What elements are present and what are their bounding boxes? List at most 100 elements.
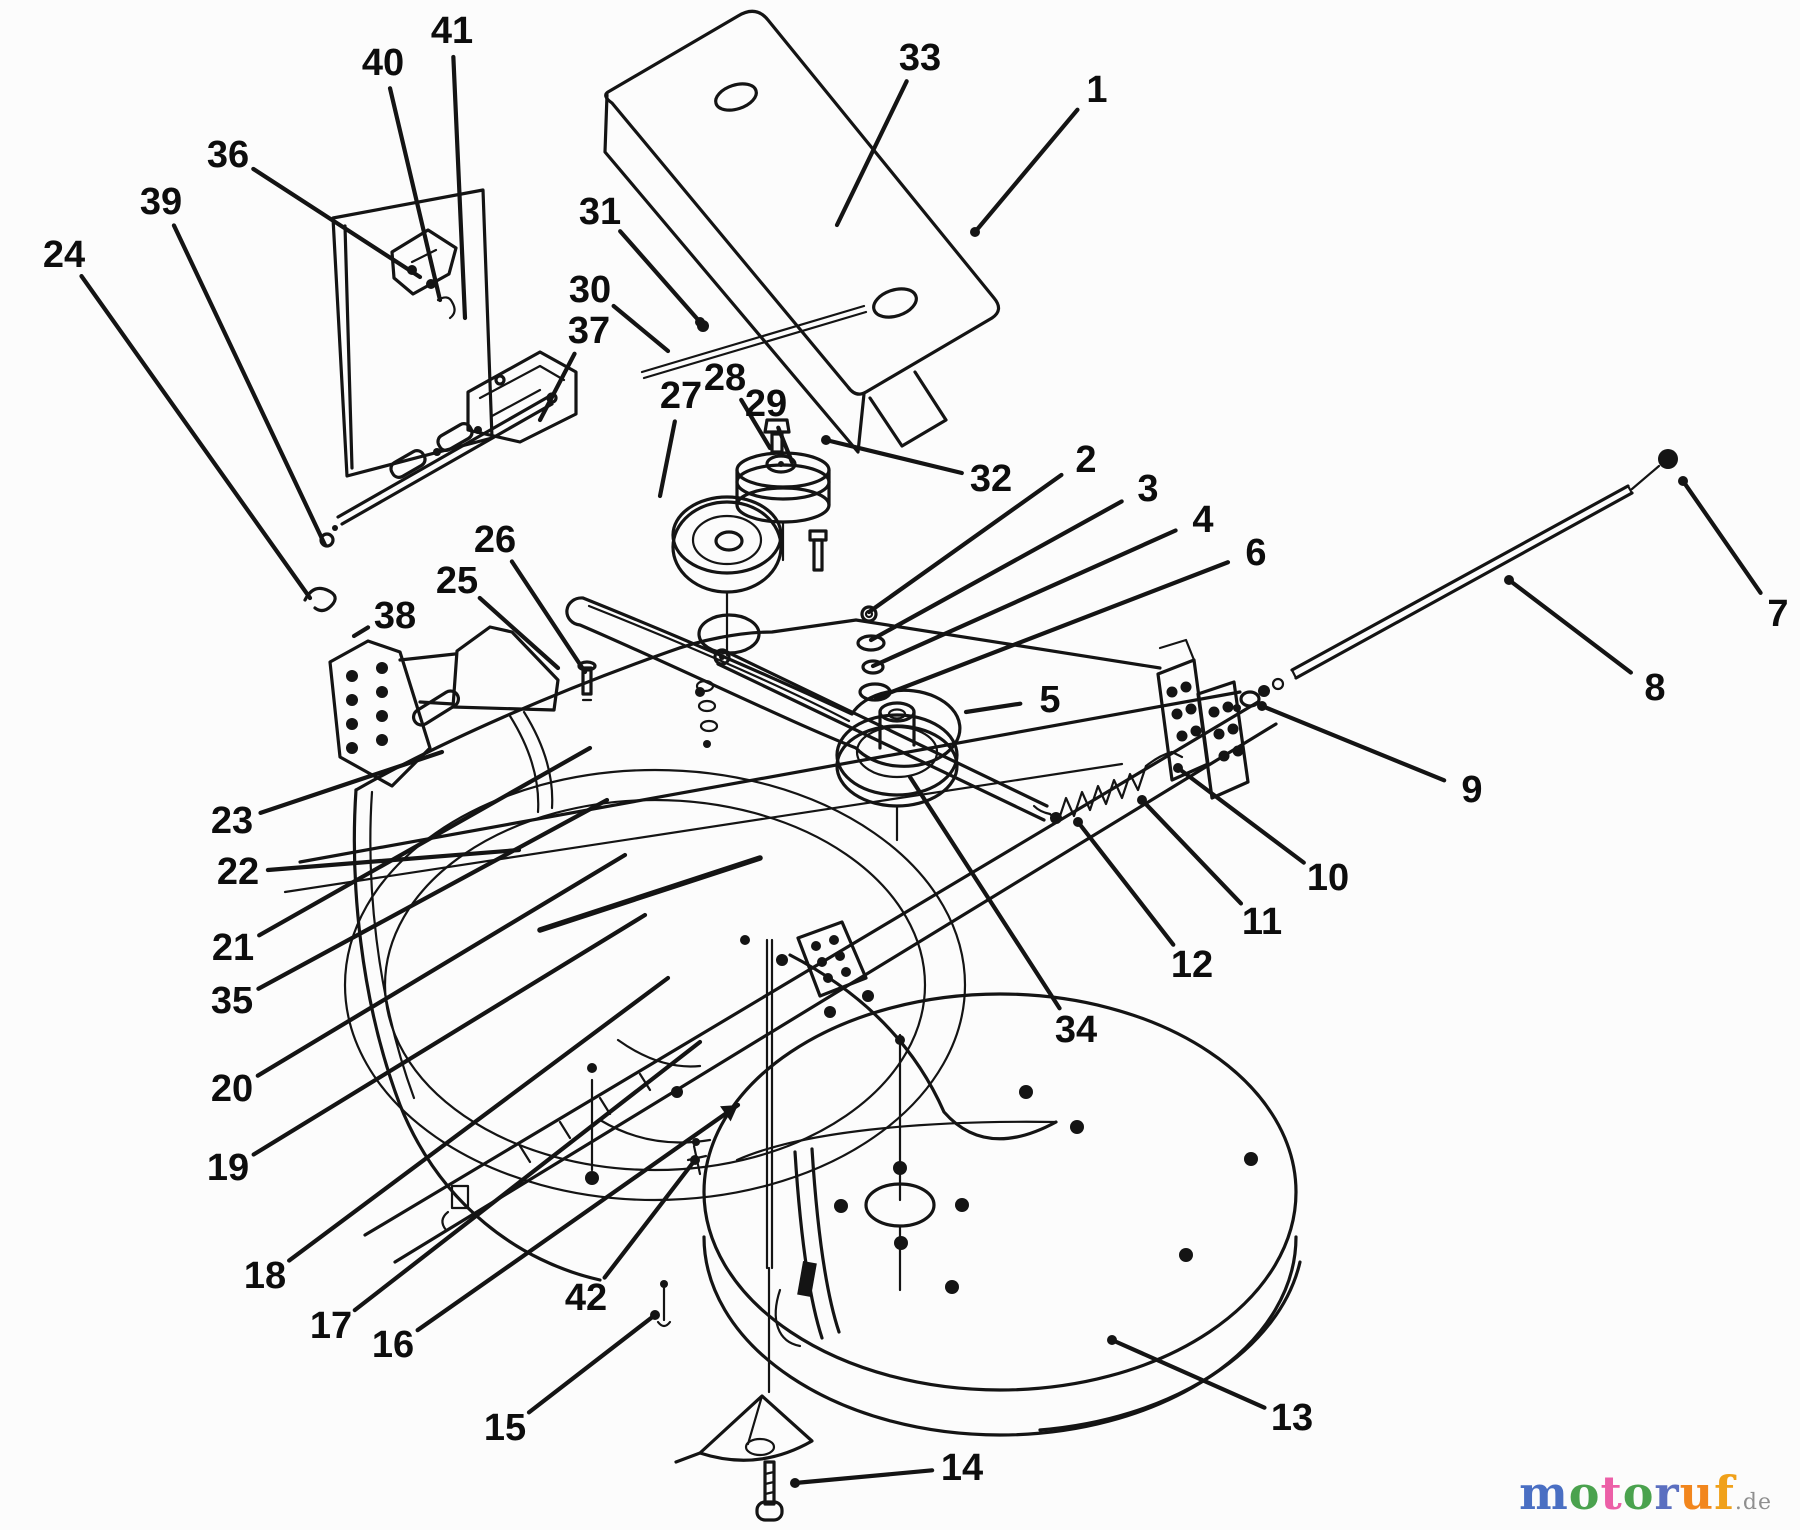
callout-label-39: 39 [140,181,182,223]
callout-label-3: 3 [1137,468,1158,510]
leader-line-10 [1175,765,1306,865]
leader-line-34 [907,774,1062,1011]
callout-label-35: 35 [211,980,253,1022]
leader-line-31 [618,229,703,325]
brand-logo-letter: r [1654,1466,1680,1520]
leader-line-13 [1109,1337,1267,1410]
callout-label-25: 25 [436,560,478,602]
leader-line-24 [79,274,313,601]
leader-dot-9 [1257,701,1267,711]
leader-dot-31 [695,317,705,327]
leader-line-17 [352,1039,703,1313]
leader-dot-32 [821,435,831,445]
leader-line-25 [477,595,561,671]
callout-label-17: 17 [310,1305,352,1347]
leader-line-35 [256,797,610,991]
callout-label-20: 20 [211,1068,253,1110]
callout-label-27: 27 [660,375,702,417]
callout-label-24: 24 [43,234,85,276]
leader-line-11 [1139,797,1244,906]
leader-line-26 [509,559,588,675]
callout-label-23: 23 [211,800,253,842]
callout-label-21: 21 [212,927,254,969]
height-bracket-left [328,625,597,814]
curl-spring [303,586,337,613]
callout-label-6: 6 [1245,532,1266,574]
leader-line-2 [866,472,1064,615]
leader-line-40 [387,86,443,303]
deflector-pivot-rod [303,395,554,613]
leader-line-19 [251,912,648,1157]
callout-label-4: 4 [1192,499,1213,541]
leader-line-9 [1259,703,1447,783]
leader-line-21 [257,745,593,938]
leader-dot-7 [1678,476,1688,486]
callout-label-29: 29 [745,383,787,425]
leader-arrow-16 [720,1105,738,1122]
leader-line-3 [868,499,1124,643]
callout-label-28: 28 [704,357,746,399]
leader-line-39 [171,223,328,548]
leader-dot-42 [690,1155,700,1165]
rod-nut [1658,449,1678,469]
callout-label-33: 33 [899,37,941,79]
callout-label-18: 18 [244,1255,286,1297]
callout-label-22: 22 [217,851,259,893]
leader-line-37 [537,351,577,423]
leader-line-22 [265,847,522,873]
leader-line-32 [823,437,964,476]
callout-label-36: 36 [207,134,249,176]
lower-housing [702,992,1302,1437]
callout-label-1: 1 [1086,69,1107,111]
belt-cover [603,9,1001,454]
callout-label-31: 31 [579,191,621,233]
callout-label-5: 5 [1039,679,1060,721]
leader-line-15 [526,1312,658,1415]
deflector-plate [331,188,494,478]
callout-label-41: 41 [431,10,473,52]
leader-line-23 [258,749,445,815]
callout-label-12: 12 [1171,944,1213,986]
leader-line-36 [251,166,423,280]
leader-line-38 [351,625,371,639]
callout-label-10: 10 [1307,857,1349,899]
callout-label-42: 42 [565,1277,607,1319]
brand-logo-letter: o [1568,1466,1601,1520]
callout-label-13: 13 [1271,1397,1313,1439]
brand-logo-letter: f [1714,1466,1735,1520]
callout-label-11: 11 [1242,901,1282,943]
mounting-bolt [755,1460,784,1522]
leader-line-28 [739,397,773,451]
callout-label-7: 7 [1767,593,1788,635]
leader-line-7 [1680,478,1763,595]
leader-line-4 [870,528,1178,669]
leader-line-6 [873,560,1231,701]
callout-label-34: 34 [1055,1009,1097,1051]
leader-dot-8 [1504,575,1514,585]
leader-dot-15 [650,1310,660,1320]
leader-line-41 [451,54,468,321]
brand-logo-suffix: .de [1734,1490,1772,1515]
leader-line-18 [287,975,671,1263]
height-bracket-right [1156,638,1250,800]
tension-spring [1032,750,1184,824]
callout-label-32: 32 [970,458,1012,500]
leader-dot-11 [1137,795,1147,805]
leader-dot-12 [1073,817,1083,827]
leader-line-29 [776,425,795,465]
leader-dot-1 [970,227,980,237]
leader-line-16 [415,1102,741,1333]
callout-label-16: 16 [372,1324,414,1366]
leader-line-30 [611,303,671,354]
callout-label-19: 19 [207,1147,249,1189]
callout-label-14: 14 [941,1447,983,1489]
lift-rod [1233,449,1678,712]
leader-line-8 [1506,577,1633,675]
brand-logo-word: motoruf [1519,1466,1735,1520]
drive-belt [565,596,962,768]
brand-logo-letter: m [1519,1466,1569,1520]
mower-deck [283,618,1278,1394]
callout-label-38: 38 [374,595,416,637]
